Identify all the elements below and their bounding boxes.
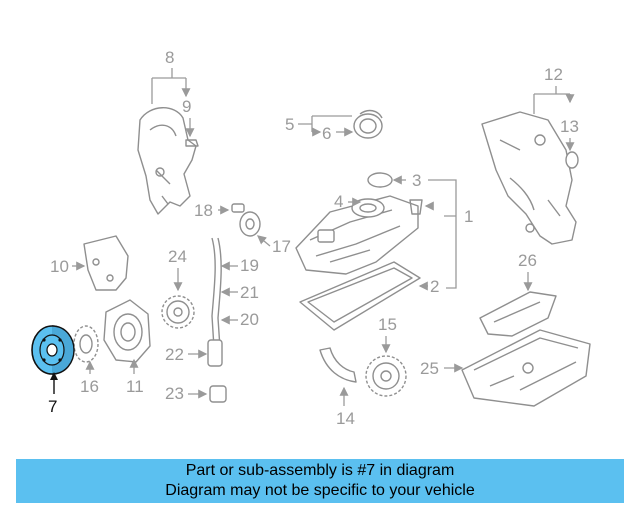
crank-sprocket-16 bbox=[73, 325, 99, 363]
callout-15[interactable]: 15 bbox=[378, 315, 397, 334]
callout-11[interactable]: 11 bbox=[126, 377, 144, 396]
callout-22[interactable]: 22 bbox=[165, 345, 184, 364]
banner-line-2: Diagram may not be specific to your vehi… bbox=[165, 482, 475, 499]
timing-cover-10 bbox=[83, 235, 129, 291]
callout-24[interactable]: 24 bbox=[168, 247, 187, 266]
gear-15 bbox=[365, 355, 407, 397]
callout-17[interactable]: 17 bbox=[272, 237, 291, 256]
callout-21[interactable]: 21 bbox=[240, 283, 259, 302]
oil-filler-cap bbox=[353, 109, 383, 139]
callout-2[interactable]: 2 bbox=[430, 277, 439, 296]
callout-6[interactable]: 6 bbox=[322, 124, 331, 143]
pump-chain bbox=[207, 237, 227, 403]
callout-25[interactable]: 25 bbox=[420, 359, 439, 378]
callout-5[interactable]: 5 bbox=[285, 115, 294, 134]
callout-10[interactable]: 10 bbox=[50, 257, 69, 276]
callout-3[interactable]: 3 bbox=[412, 171, 421, 190]
sensor-18 bbox=[231, 203, 245, 213]
callout-4[interactable]: 4 bbox=[334, 192, 343, 211]
sprocket-24 bbox=[161, 295, 195, 329]
banner-line-1: Part or sub-assembly is #7 in diagram bbox=[185, 462, 455, 479]
upper-timing-cover bbox=[137, 107, 197, 215]
callout-19[interactable]: 19 bbox=[240, 256, 259, 275]
callout-12[interactable]: 12 bbox=[544, 65, 563, 84]
callout-20[interactable]: 20 bbox=[240, 310, 259, 329]
callout-26[interactable]: 26 bbox=[518, 251, 537, 270]
bearing-14 bbox=[319, 347, 357, 383]
callout-9[interactable]: 9 bbox=[182, 97, 191, 116]
valve-cover bbox=[295, 195, 419, 275]
baffle-26 bbox=[479, 291, 557, 337]
callout-7[interactable]: 7 bbox=[48, 397, 57, 416]
filler-neck-3 bbox=[367, 172, 393, 188]
seal-13 bbox=[565, 151, 579, 169]
callout-23[interactable]: 23 bbox=[165, 384, 184, 403]
tensioner-17 bbox=[239, 211, 261, 237]
callout-16[interactable]: 16 bbox=[80, 377, 99, 396]
oil-pan-25 bbox=[461, 329, 591, 407]
bolt-9 bbox=[185, 139, 199, 147]
gasket-2 bbox=[299, 261, 421, 331]
crankshaft-pulley-7[interactable] bbox=[31, 325, 75, 375]
inner-timing-cover bbox=[481, 111, 577, 245]
info-banner: Part or sub-assembly is #7 in diagram Di… bbox=[16, 459, 624, 503]
callout-1[interactable]: 1 bbox=[464, 207, 473, 226]
housing-11 bbox=[103, 299, 151, 363]
parts-diagram: 8 9 5 6 12 13 3 bbox=[31, 48, 591, 428]
callout-8[interactable]: 8 bbox=[165, 48, 174, 67]
callout-18[interactable]: 18 bbox=[194, 201, 213, 220]
callout-13[interactable]: 13 bbox=[560, 117, 579, 136]
callout-14[interactable]: 14 bbox=[336, 409, 355, 428]
